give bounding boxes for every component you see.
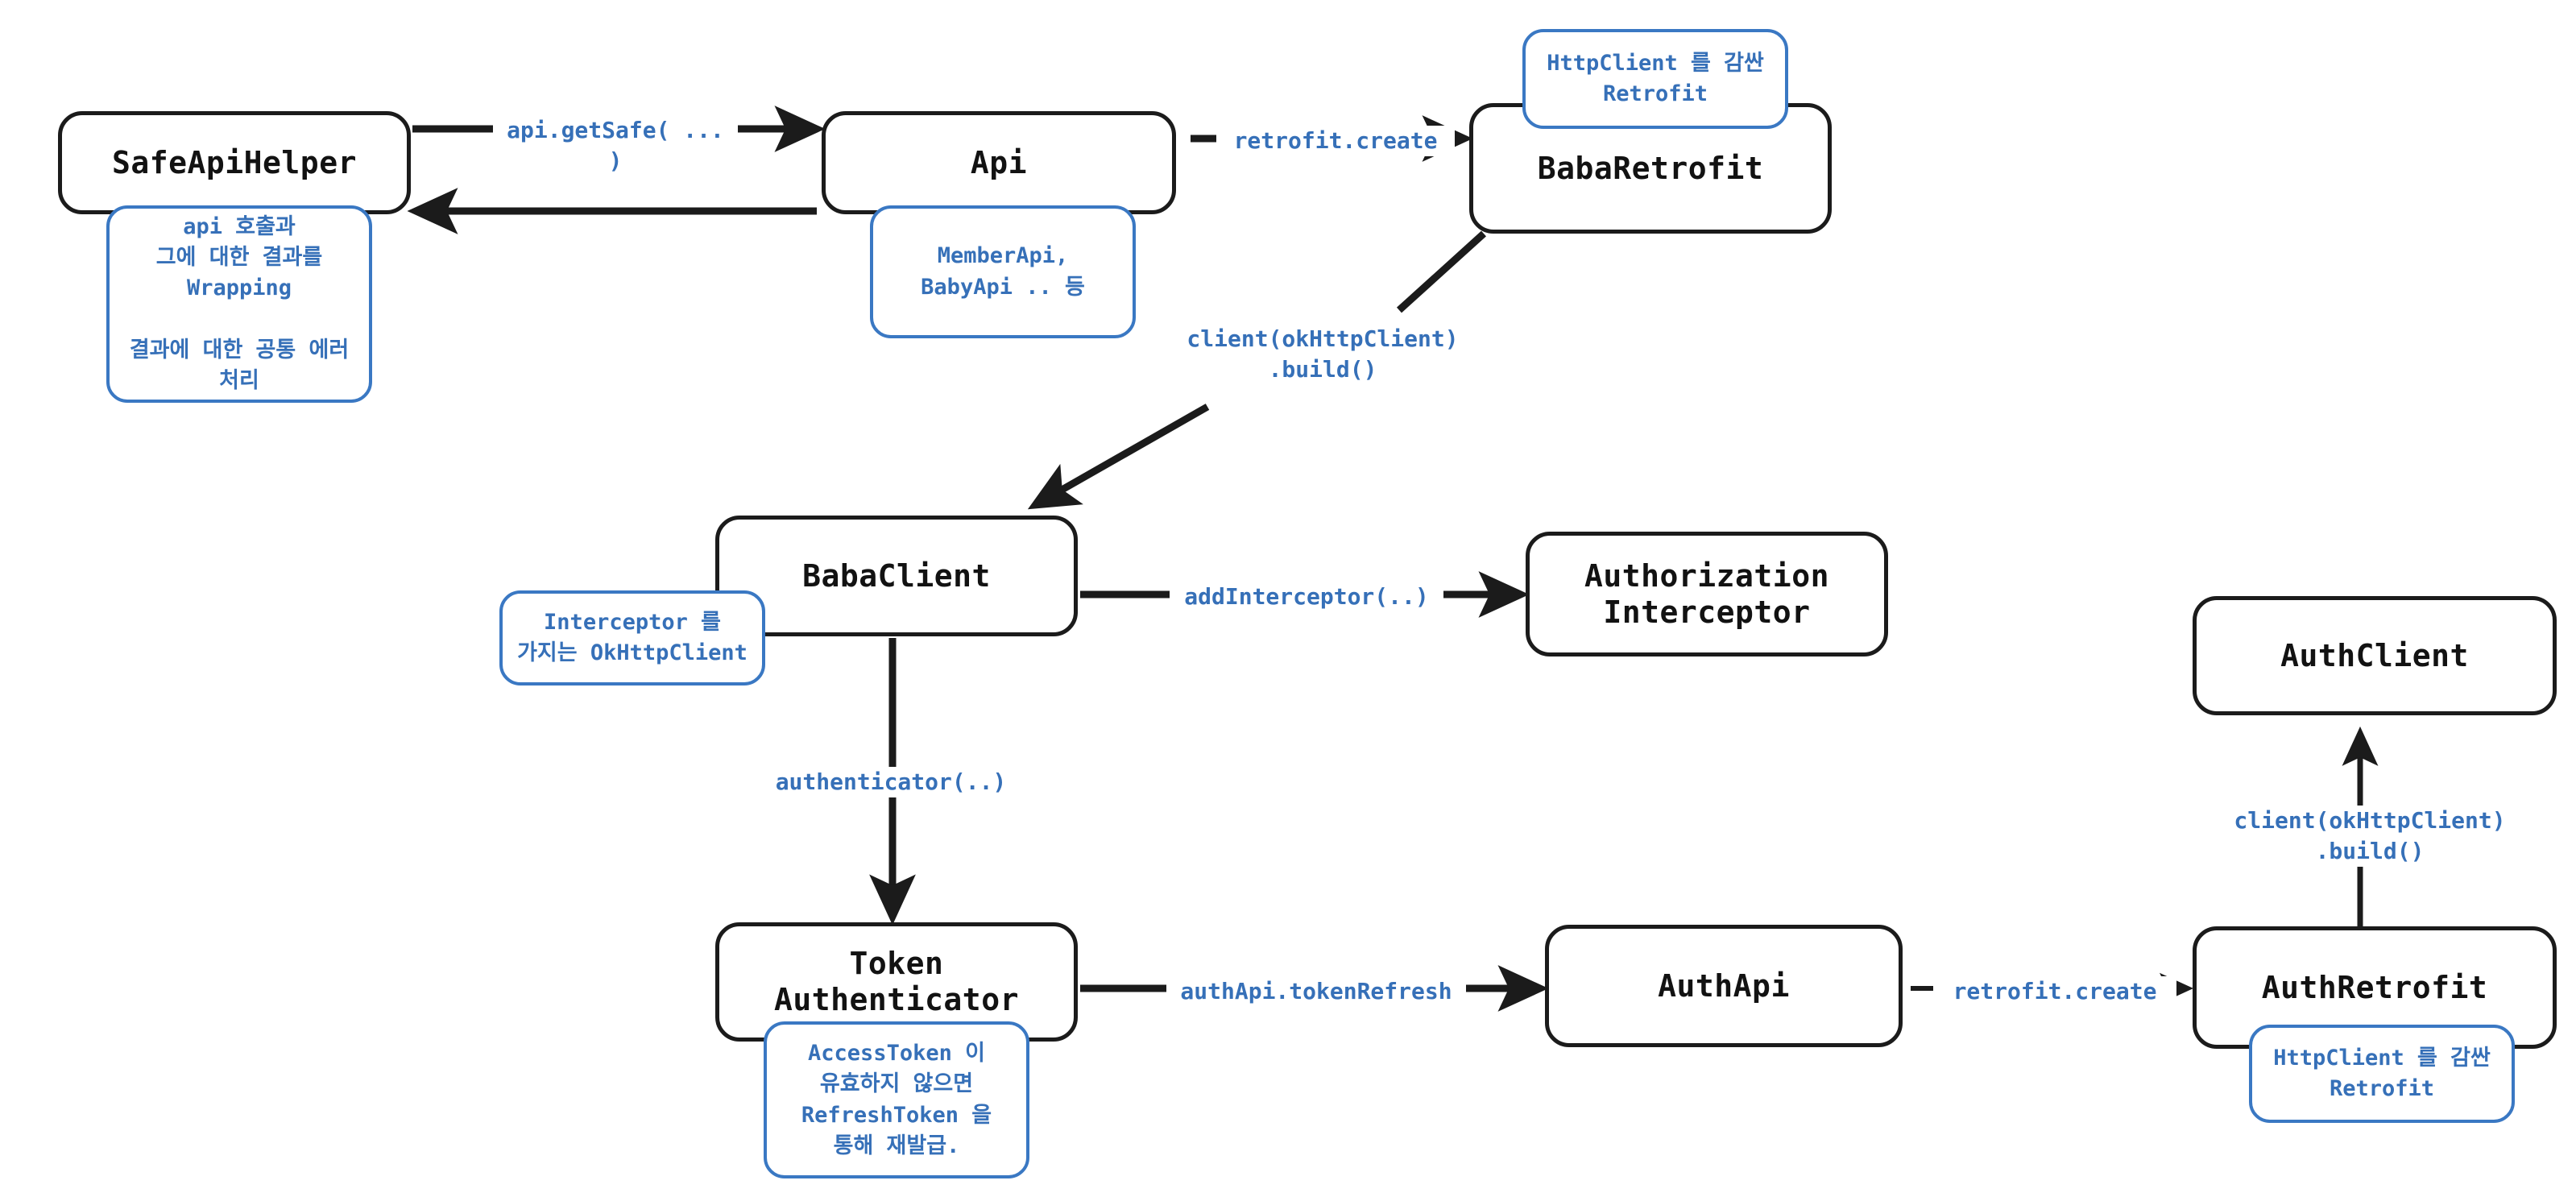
node-api[interactable]: Api xyxy=(822,111,1176,214)
edge-label-build-auth: client(okHttpClient) .build() xyxy=(2217,806,2523,867)
edge-label-get-safe: api.getSafe( ... ) xyxy=(493,115,738,176)
node-auth-api[interactable]: AuthApi xyxy=(1545,925,1903,1047)
node-safe-api-helper[interactable]: SafeApiHelper xyxy=(58,111,411,214)
node-auth-client[interactable]: AuthClient xyxy=(2193,596,2557,715)
edge-label-build-baba: client(okHttpClient) .build() xyxy=(1170,324,1476,385)
edge-build-baba-lower xyxy=(1027,404,1210,510)
note-safe-api-helper: api 호출과 그에 대한 결과를 Wrapping 결과에 대한 공통 에러 … xyxy=(106,205,372,403)
edge-label-token-refresh: authApi.tokenRefresh xyxy=(1166,976,1466,1007)
edge-label-retrofit-create-2: retrofit.create xyxy=(1933,976,2176,1007)
note-baba-client: Interceptor 를 가지는 OkHttpClient xyxy=(499,590,765,685)
node-authorization-interceptor[interactable]: Authorization Interceptor xyxy=(1526,532,1888,656)
edge-label-authenticator: authenticator(..) xyxy=(757,767,1025,797)
edge-build-baba-upper xyxy=(1396,230,1487,313)
edge-label-retrofit-create: retrofit.create xyxy=(1216,126,1455,156)
note-auth-retrofit: HttpClient 를 감싼 Retrofit xyxy=(2249,1025,2515,1123)
node-baba-client[interactable]: BabaClient xyxy=(715,516,1078,636)
note-api: MemberApi, BabyApi .. 등 xyxy=(870,205,1136,338)
note-baba-retrofit: HttpClient 를 감싼 Retrofit xyxy=(1522,29,1788,129)
edge-label-add-interceptor: addInterceptor(..) xyxy=(1170,582,1443,612)
node-token-authenticator[interactable]: Token Authenticator xyxy=(715,922,1078,1042)
note-token-authenticator: AccessToken 이 유효하지 않으면 RefreshToken 을 통해… xyxy=(764,1021,1029,1178)
